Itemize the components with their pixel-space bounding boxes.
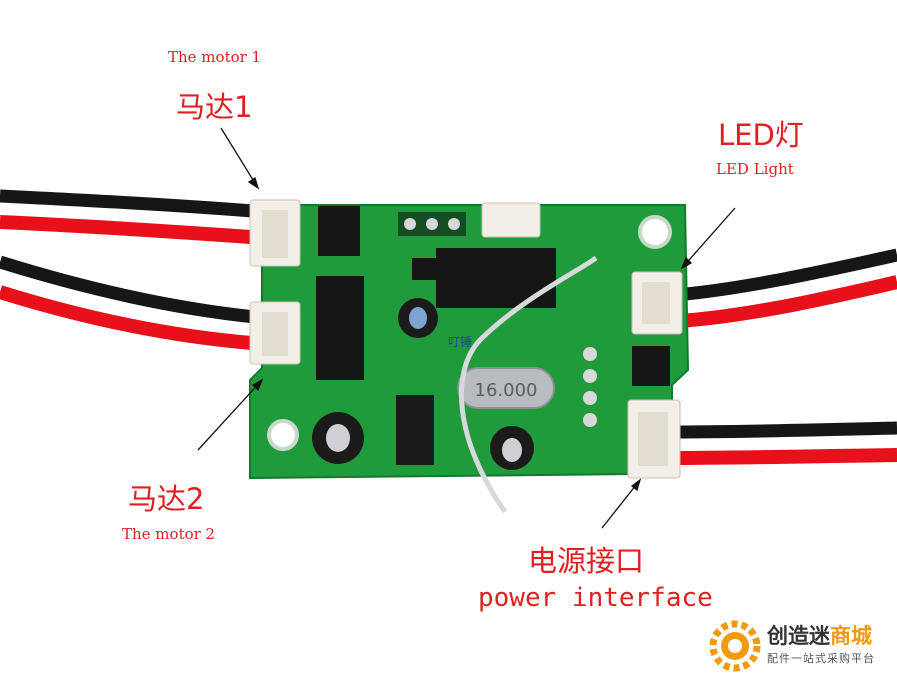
power-wires	[664, 421, 897, 465]
mount-hole	[638, 215, 672, 249]
watermark: 创造迷商城 配件一站式采购平台	[713, 618, 893, 674]
led-zh-label: LED灯	[718, 118, 804, 152]
motor1-connector	[249, 199, 301, 267]
watermark-title-part2: 商城	[830, 624, 872, 648]
motor2-en-label: The motor 2	[122, 525, 216, 543]
power-connector	[627, 399, 681, 479]
ic-chip	[436, 248, 556, 308]
motor2-connector	[249, 301, 301, 365]
motor2-zh-label: 马达2	[128, 482, 205, 516]
header-pads	[583, 347, 597, 427]
board-watermark-text: 叮锤	[448, 335, 473, 349]
power-zh-label: 电源接口	[528, 544, 645, 578]
crystal-marking: 16.000	[475, 380, 538, 401]
led-en-label: LED Light	[716, 160, 794, 178]
capacitor	[490, 426, 534, 470]
ic-chip	[632, 346, 670, 386]
led-wires	[664, 248, 897, 329]
mount-hole	[267, 419, 299, 451]
motor1-en-label: The motor 1	[168, 48, 262, 66]
crystal-oscillator: 16.000	[457, 367, 555, 409]
top-connector	[481, 202, 541, 238]
led-connector	[631, 271, 683, 335]
motor2-wires	[0, 255, 266, 351]
capacitor	[312, 412, 364, 464]
ic-chip	[318, 206, 360, 256]
motor1-zh-label: 马达1	[176, 90, 253, 124]
antenna-wire	[458, 255, 598, 514]
regulator	[396, 395, 434, 465]
ic-chip	[316, 276, 364, 380]
power-en-label: power interface	[478, 583, 713, 613]
watermark-title: 创造迷商城	[767, 620, 872, 650]
ic-chip	[412, 258, 438, 280]
motor1-wires	[0, 189, 266, 245]
watermark-subtitle: 配件一站式采购平台	[767, 652, 875, 665]
watermark-title-part1: 创造迷	[767, 624, 830, 648]
gear-logo-icon	[709, 620, 761, 672]
capacitor	[398, 298, 438, 338]
callout-arrows	[197, 127, 736, 529]
top-pads	[398, 212, 466, 236]
